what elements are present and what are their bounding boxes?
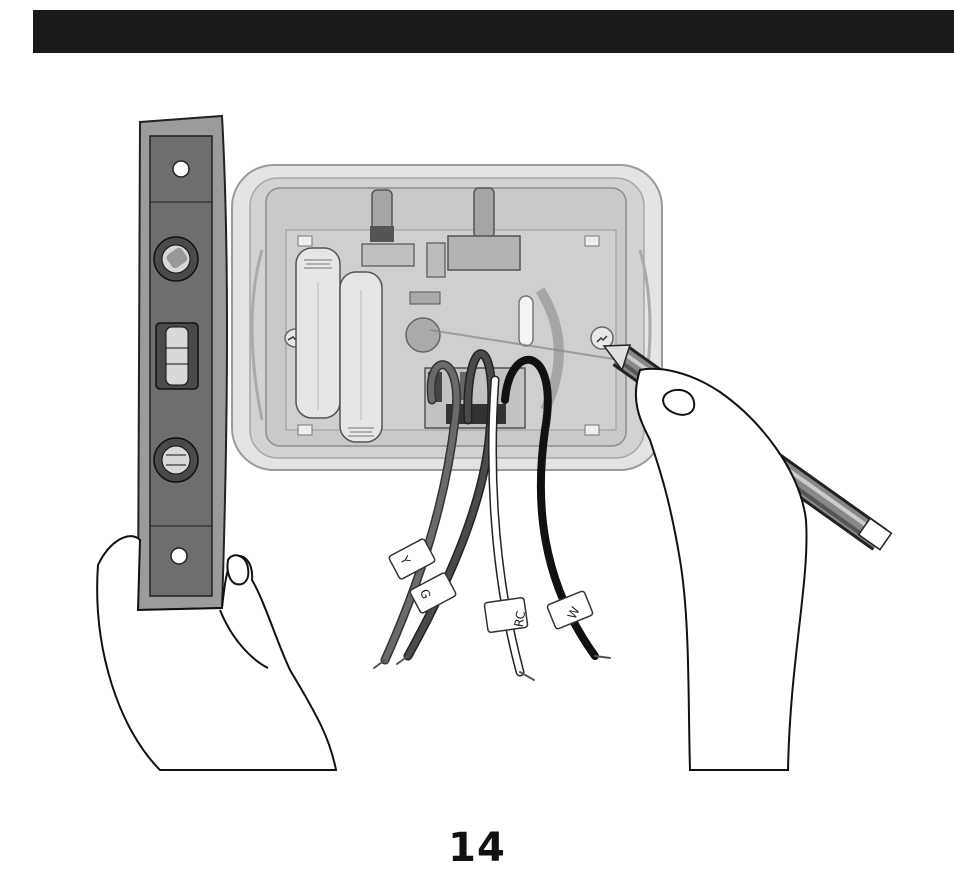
page-number: 14 [0, 825, 954, 871]
installation-illustration: Y G RC W [0, 60, 954, 780]
level-tool [138, 116, 227, 610]
wire-label-rc: RC [484, 597, 528, 632]
wire-label-rc-text: RC [512, 610, 529, 628]
header-bar [33, 10, 954, 53]
right-hand-with-pencil [604, 345, 891, 770]
wire-label-w: W [547, 590, 594, 629]
level-hole-icon [171, 548, 187, 564]
level-hole-icon [173, 161, 189, 177]
